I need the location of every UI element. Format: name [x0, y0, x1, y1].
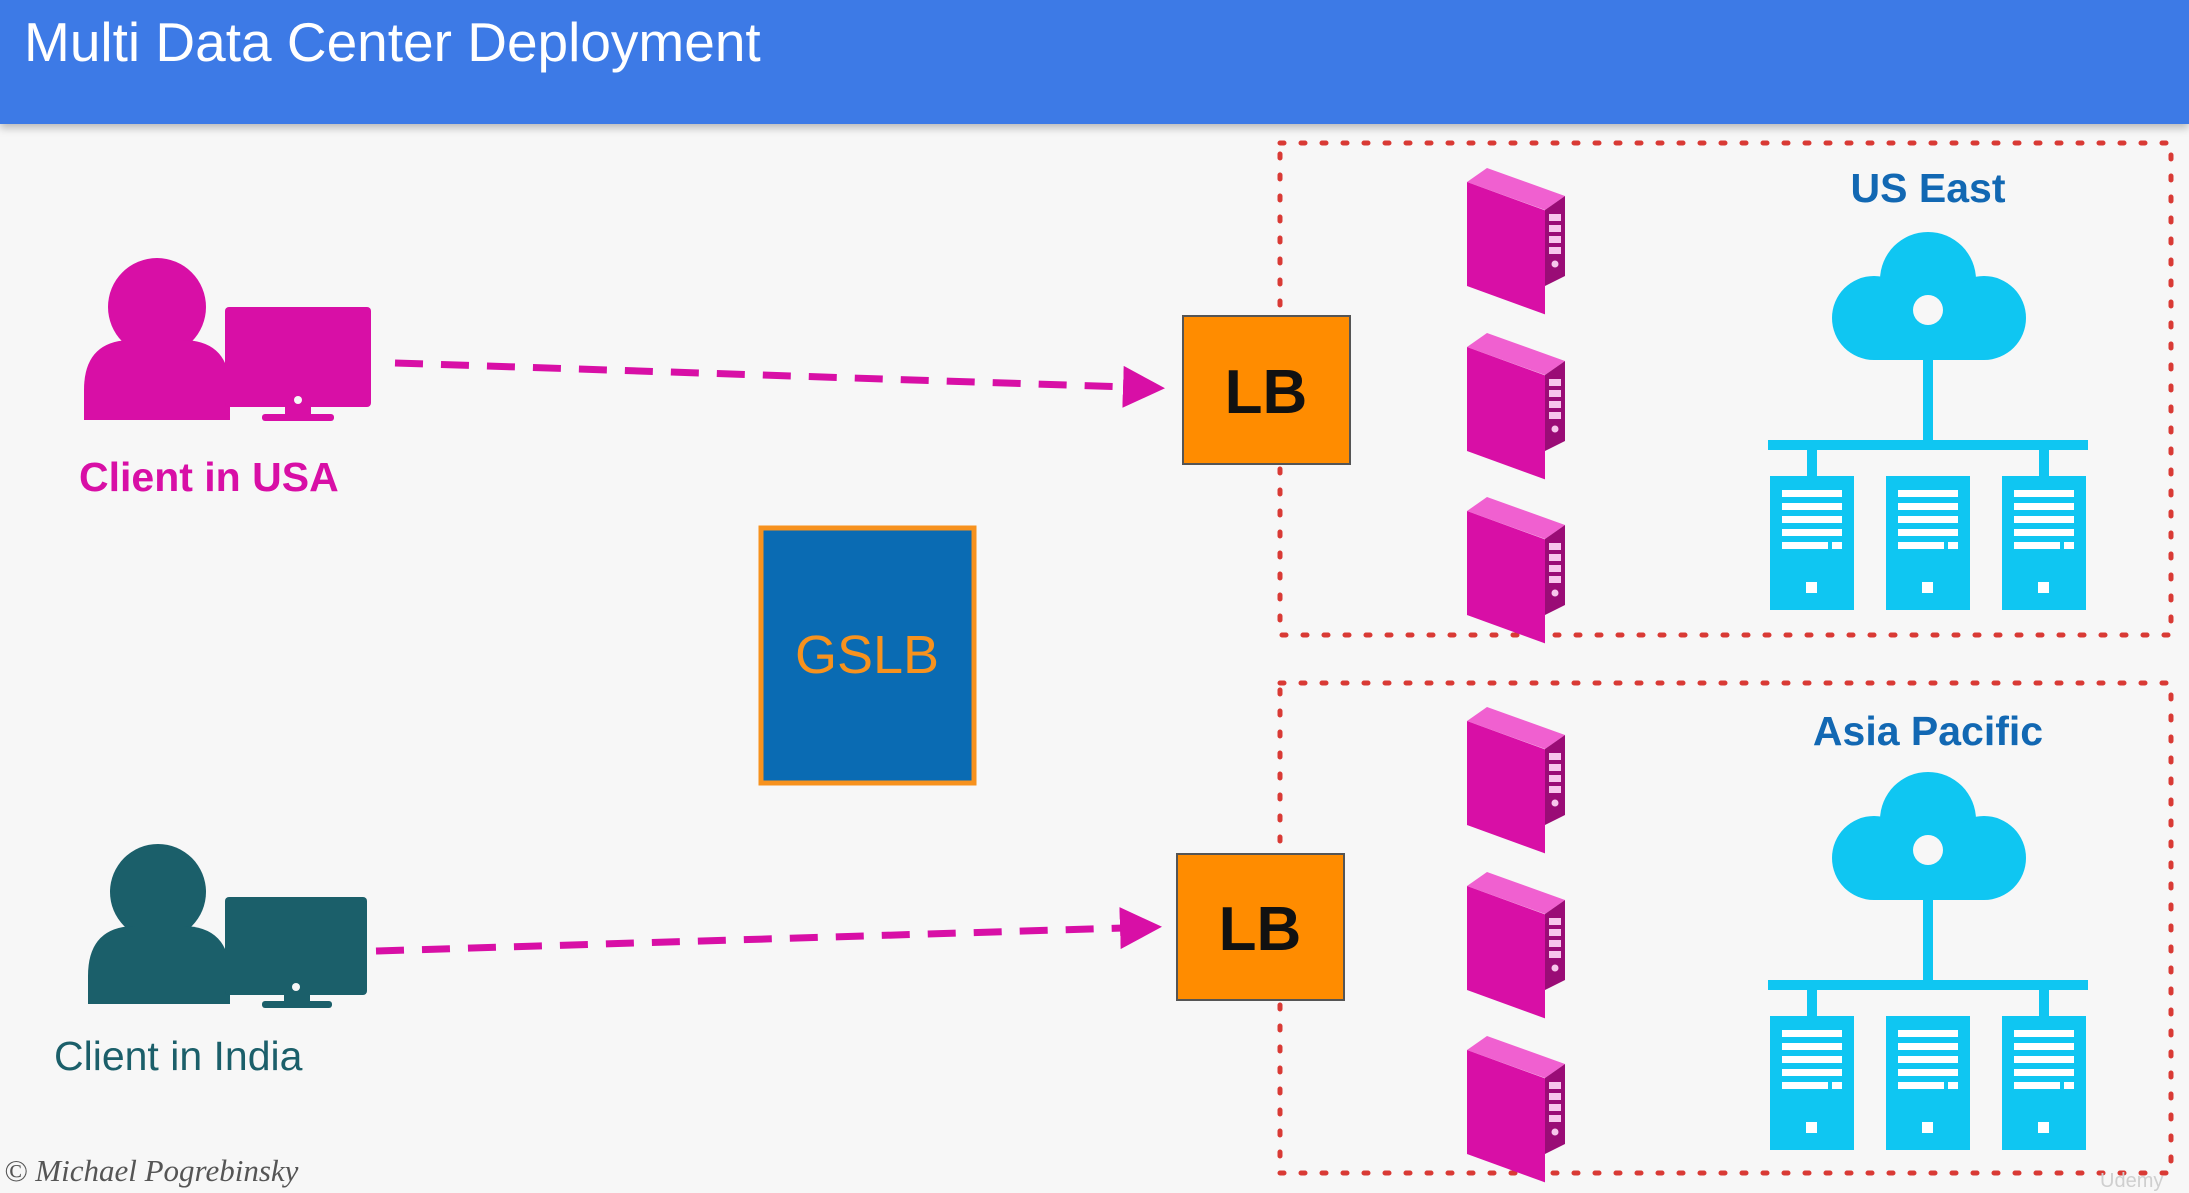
server-icon [1467, 333, 1565, 480]
client-india-label: Client in India [54, 1033, 303, 1079]
page-title: Multi Data Center Deployment [24, 11, 761, 73]
client-usa-icon [84, 258, 371, 421]
watermark: Udemy [2100, 1170, 2164, 1192]
copyright-credit: © Michael Pogrebinsky [4, 1153, 299, 1188]
region-asia-pacific-label: Asia Pacific [1813, 708, 2043, 754]
cloud-network-icon [1768, 772, 2088, 1150]
gslb-box: GSLB [758, 525, 977, 786]
cloud-network-icon [1768, 232, 2088, 610]
server-icon [1467, 168, 1565, 315]
server-icon [1467, 497, 1565, 644]
client-usa-label: Client in USA [79, 454, 339, 500]
client-india-icon [88, 844, 367, 1008]
server-icon [1467, 707, 1565, 854]
lb-us-east-label: LB [1225, 358, 1308, 427]
server-icon [1467, 1036, 1565, 1183]
region-us-east-label: US East [1851, 165, 2006, 211]
lb-us-east: LB [1182, 315, 1351, 465]
lb-asia-pacific: LB [1176, 853, 1345, 1001]
gslb-label: GSLB [795, 625, 939, 685]
usa-to-lb-arrow [394, 359, 1165, 408]
india-to-lb-arrow [375, 907, 1162, 955]
header-bar: Multi Data Center Deployment [0, 0, 2189, 124]
lb-asia-pacific-label: LB [1219, 895, 1302, 964]
server-icon [1467, 872, 1565, 1019]
asia-pacific-region-box [1277, 680, 2174, 1176]
